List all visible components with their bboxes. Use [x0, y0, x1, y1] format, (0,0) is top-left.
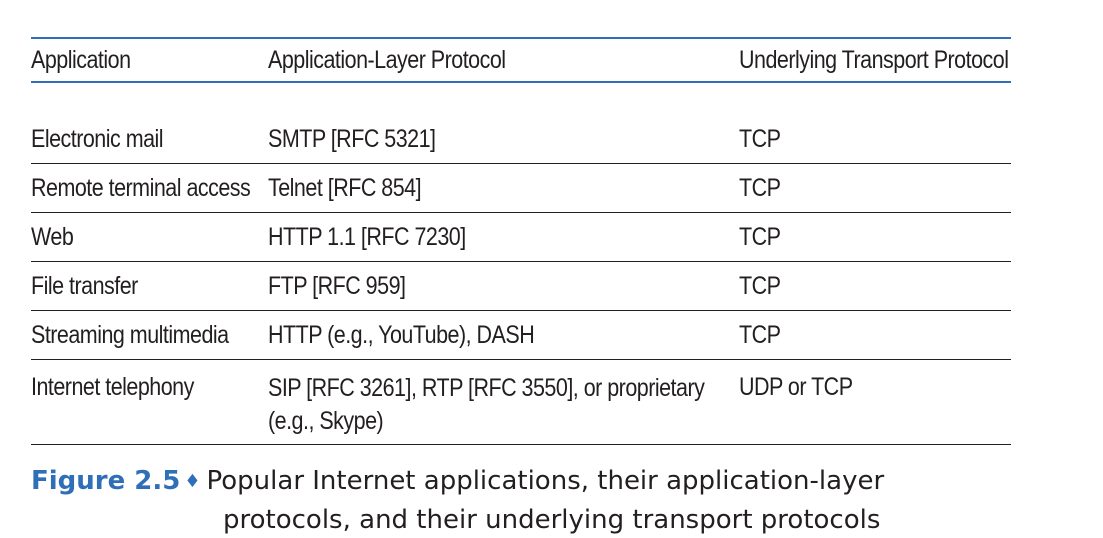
table-top-rule: [31, 37, 1011, 39]
table-row: Internet telephony SIP [RFC 3261], RTP […: [31, 360, 1011, 445]
cell-transport: TCP: [739, 125, 781, 153]
cell-protocol: FTP [RFC 959]: [268, 272, 406, 300]
cell-protocol: HTTP 1.1 [RFC 7230]: [268, 223, 466, 251]
cell-protocol: SMTP [RFC 5321]: [268, 125, 436, 153]
table-row: Remote terminal access Telnet [RFC 854] …: [31, 164, 1011, 213]
table-header-rule: [31, 81, 1011, 83]
cell-application: Remote terminal access: [31, 174, 251, 202]
header-application-layer-protocol: Application-Layer Protocol: [268, 46, 506, 74]
cell-application: Internet telephony: [31, 373, 194, 401]
table-header-row: Application Application-Layer Protocol U…: [31, 39, 1011, 81]
figure-label: Figure 2.5: [31, 466, 181, 496]
cell-application: Electronic mail: [31, 125, 164, 153]
cell-transport: TCP: [739, 223, 781, 251]
figure-caption: Figure 2.5♦Popular Internet applications…: [31, 463, 1031, 538]
diamond-icon: ♦: [184, 471, 201, 492]
cell-application: File transfer: [31, 272, 138, 300]
caption-text-line2: protocols, and their underlying transpor…: [223, 505, 881, 535]
header-application: Application: [31, 46, 131, 74]
table-row: Web HTTP 1.1 [RFC 7230] TCP: [31, 213, 1011, 262]
cell-protocol: SIP [RFC 3261], RTP [RFC 3550], or propr…: [268, 374, 705, 435]
table-row: Streaming multimedia HTTP (e.g., YouTube…: [31, 311, 1011, 360]
table-spacer: [31, 83, 1011, 115]
cell-application: Web: [31, 223, 74, 251]
table-row: Electronic mail SMTP [RFC 5321] TCP: [31, 115, 1011, 164]
table-row: File transfer FTP [RFC 959] TCP: [31, 262, 1011, 311]
cell-application: Streaming multimedia: [31, 321, 229, 349]
protocol-table: Application Application-Layer Protocol U…: [31, 37, 1011, 445]
cell-transport: TCP: [739, 174, 781, 202]
caption-text-line1: Popular Internet applications, their app…: [206, 466, 885, 496]
cell-transport: UDP or TCP: [739, 373, 853, 401]
cell-protocol: Telnet [RFC 854]: [268, 174, 422, 202]
cell-protocol: HTTP (e.g., YouTube), DASH: [268, 321, 535, 349]
cell-transport: TCP: [739, 321, 781, 349]
header-transport-protocol: Underlying Transport Protocol: [739, 46, 1009, 74]
cell-transport: TCP: [739, 272, 781, 300]
